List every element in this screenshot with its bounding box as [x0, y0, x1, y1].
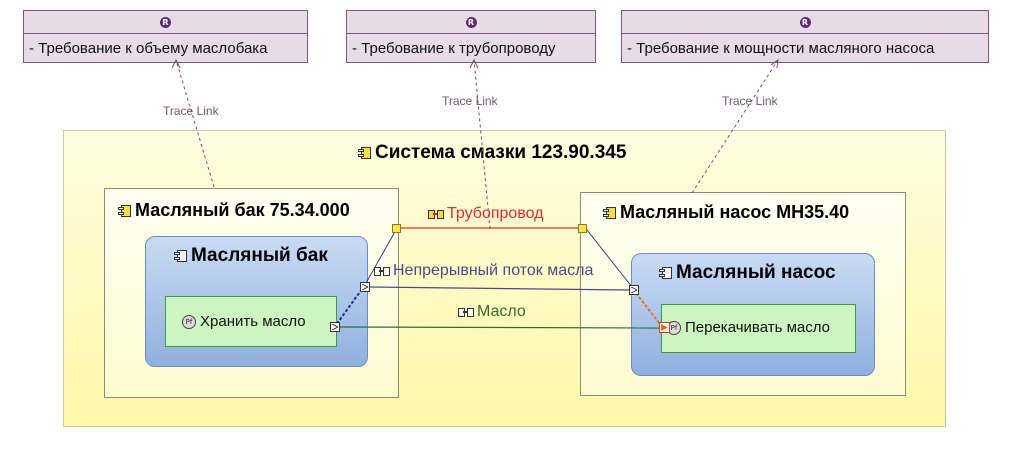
pump-oil-function[interactable]	[661, 304, 856, 353]
pump-oil-label: Pf Перекачивать масло	[667, 319, 830, 336]
requirement-text: - Требование к объему маслобака	[29, 40, 268, 57]
port-direction-icon	[631, 287, 637, 293]
store-oil-label: Pf Хранить масло	[182, 313, 306, 330]
pump-component-title: Масляный насос	[659, 262, 836, 284]
requirement-text: - Требование к мощности масляного насоса	[627, 40, 935, 57]
requirement-icon: R	[465, 16, 477, 28]
requirement-box-1[interactable]: R - Требование к объему маслобака	[23, 10, 308, 63]
requirement-text: - Требование к трубопроводу	[352, 40, 556, 57]
functional-exchange-icon	[458, 307, 474, 317]
tank-component-title: Масляный бак	[174, 245, 328, 267]
component-icon	[603, 206, 617, 220]
pump-input-port[interactable]	[659, 322, 670, 333]
tank-part-title: Масляный бак 75.34.000	[118, 200, 350, 221]
trace-link-label-3: Trace Link	[722, 94, 778, 108]
component-icon	[358, 146, 372, 160]
tank-physical-port[interactable]	[392, 224, 401, 233]
requirement-box-3[interactable]: R - Требование к мощности масляного насо…	[621, 10, 989, 63]
component-icon	[174, 249, 188, 263]
oil-exchange-label[interactable]: Масло	[458, 303, 526, 321]
trace-link-label-1: Trace Link	[163, 104, 219, 118]
pump-part-title: Масляный насос МН35.40	[603, 202, 849, 223]
requirement-icon: R	[799, 16, 811, 28]
port-direction-icon	[362, 284, 368, 290]
component-icon	[659, 266, 673, 280]
requirement-box-2[interactable]: R - Требование к трубопроводу	[346, 10, 596, 63]
function-icon: Pf	[182, 314, 196, 329]
port-direction-icon	[661, 324, 668, 331]
trace-link-label-2: Trace Link	[442, 94, 498, 108]
port-direction-icon	[332, 324, 338, 330]
store-output-port[interactable]	[330, 322, 340, 332]
tank-component-port[interactable]	[360, 282, 370, 292]
pipeline-link-label[interactable]: Трубопровод	[428, 205, 544, 223]
requirement-icon: R	[160, 16, 171, 28]
component-exchange-icon	[374, 266, 390, 276]
pump-component-port[interactable]	[629, 285, 639, 295]
physical-link-icon	[428, 209, 444, 219]
system-title: Система смазки 123.90.345	[358, 142, 626, 164]
pump-physical-port[interactable]	[578, 224, 587, 233]
component-icon	[118, 204, 132, 218]
flow-exchange-label[interactable]: Непрерывный поток масла	[374, 262, 593, 280]
